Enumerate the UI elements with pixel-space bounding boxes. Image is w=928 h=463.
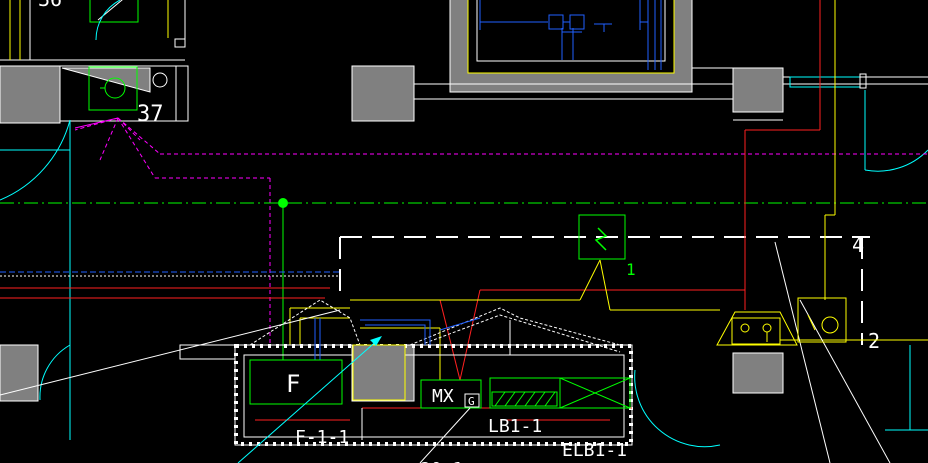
- tag-elb11: ELB1-1: [562, 440, 627, 461]
- wall-block-top-center: [351, 65, 415, 122]
- door-swings: [0, 0, 928, 448]
- fan-unit-label: F: [286, 370, 300, 398]
- gray-wedge: [61, 67, 151, 93]
- boundary-dashed: [339, 236, 870, 345]
- room-label-36: 36: [38, 0, 62, 11]
- blue-lines: [0, 271, 340, 299]
- room-bottom-center: [179, 344, 633, 446]
- green-circuit: [0, 202, 928, 360]
- mixer-box: [420, 379, 482, 409]
- mixer-sub-box: [464, 393, 480, 408]
- blue-conduits: [314, 317, 481, 360]
- mixer-label: MX: [432, 386, 454, 407]
- wall-block-top-left: [0, 65, 61, 124]
- blue-equipment: [479, 0, 662, 70]
- wall-block-mid-left: [0, 344, 39, 402]
- arrow-head: [370, 336, 382, 346]
- tag-2: 2: [868, 329, 880, 353]
- fan-gray-block: [352, 344, 406, 401]
- yellow-circuits: [289, 0, 928, 380]
- wall-block-right: [732, 352, 784, 394]
- right-wall: [733, 73, 928, 121]
- magenta-sensor-lines: [74, 117, 119, 129]
- mixer-sub-label: G: [468, 395, 475, 408]
- room-top-left: [0, 0, 189, 122]
- junction-dot-icon: [278, 198, 288, 208]
- electrical-panel-icon: [578, 214, 626, 260]
- small-circle: [152, 72, 168, 88]
- hatched-equipment: [489, 377, 631, 409]
- fan-unit-box: [249, 359, 343, 405]
- lightning-glyph: [594, 227, 608, 251]
- sensor-group: [716, 297, 847, 346]
- panel-tag: 1: [626, 260, 636, 279]
- white-ducts: [0, 241, 891, 463]
- box-36: [89, 0, 139, 23]
- room-label-37: 37: [137, 102, 164, 127]
- tag-lb11: LB1-1: [488, 416, 542, 437]
- room-top-center: [413, 0, 733, 121]
- magenta-circuits: [74, 117, 928, 345]
- tag-f11: F-1-1: [295, 427, 349, 448]
- tag-bottom-partial: 20-1: [420, 459, 463, 463]
- wall-block-top-right: [732, 67, 784, 113]
- box-37: [88, 66, 138, 111]
- red-circuits: [370, 0, 821, 381]
- tag-4: 4: [852, 233, 864, 257]
